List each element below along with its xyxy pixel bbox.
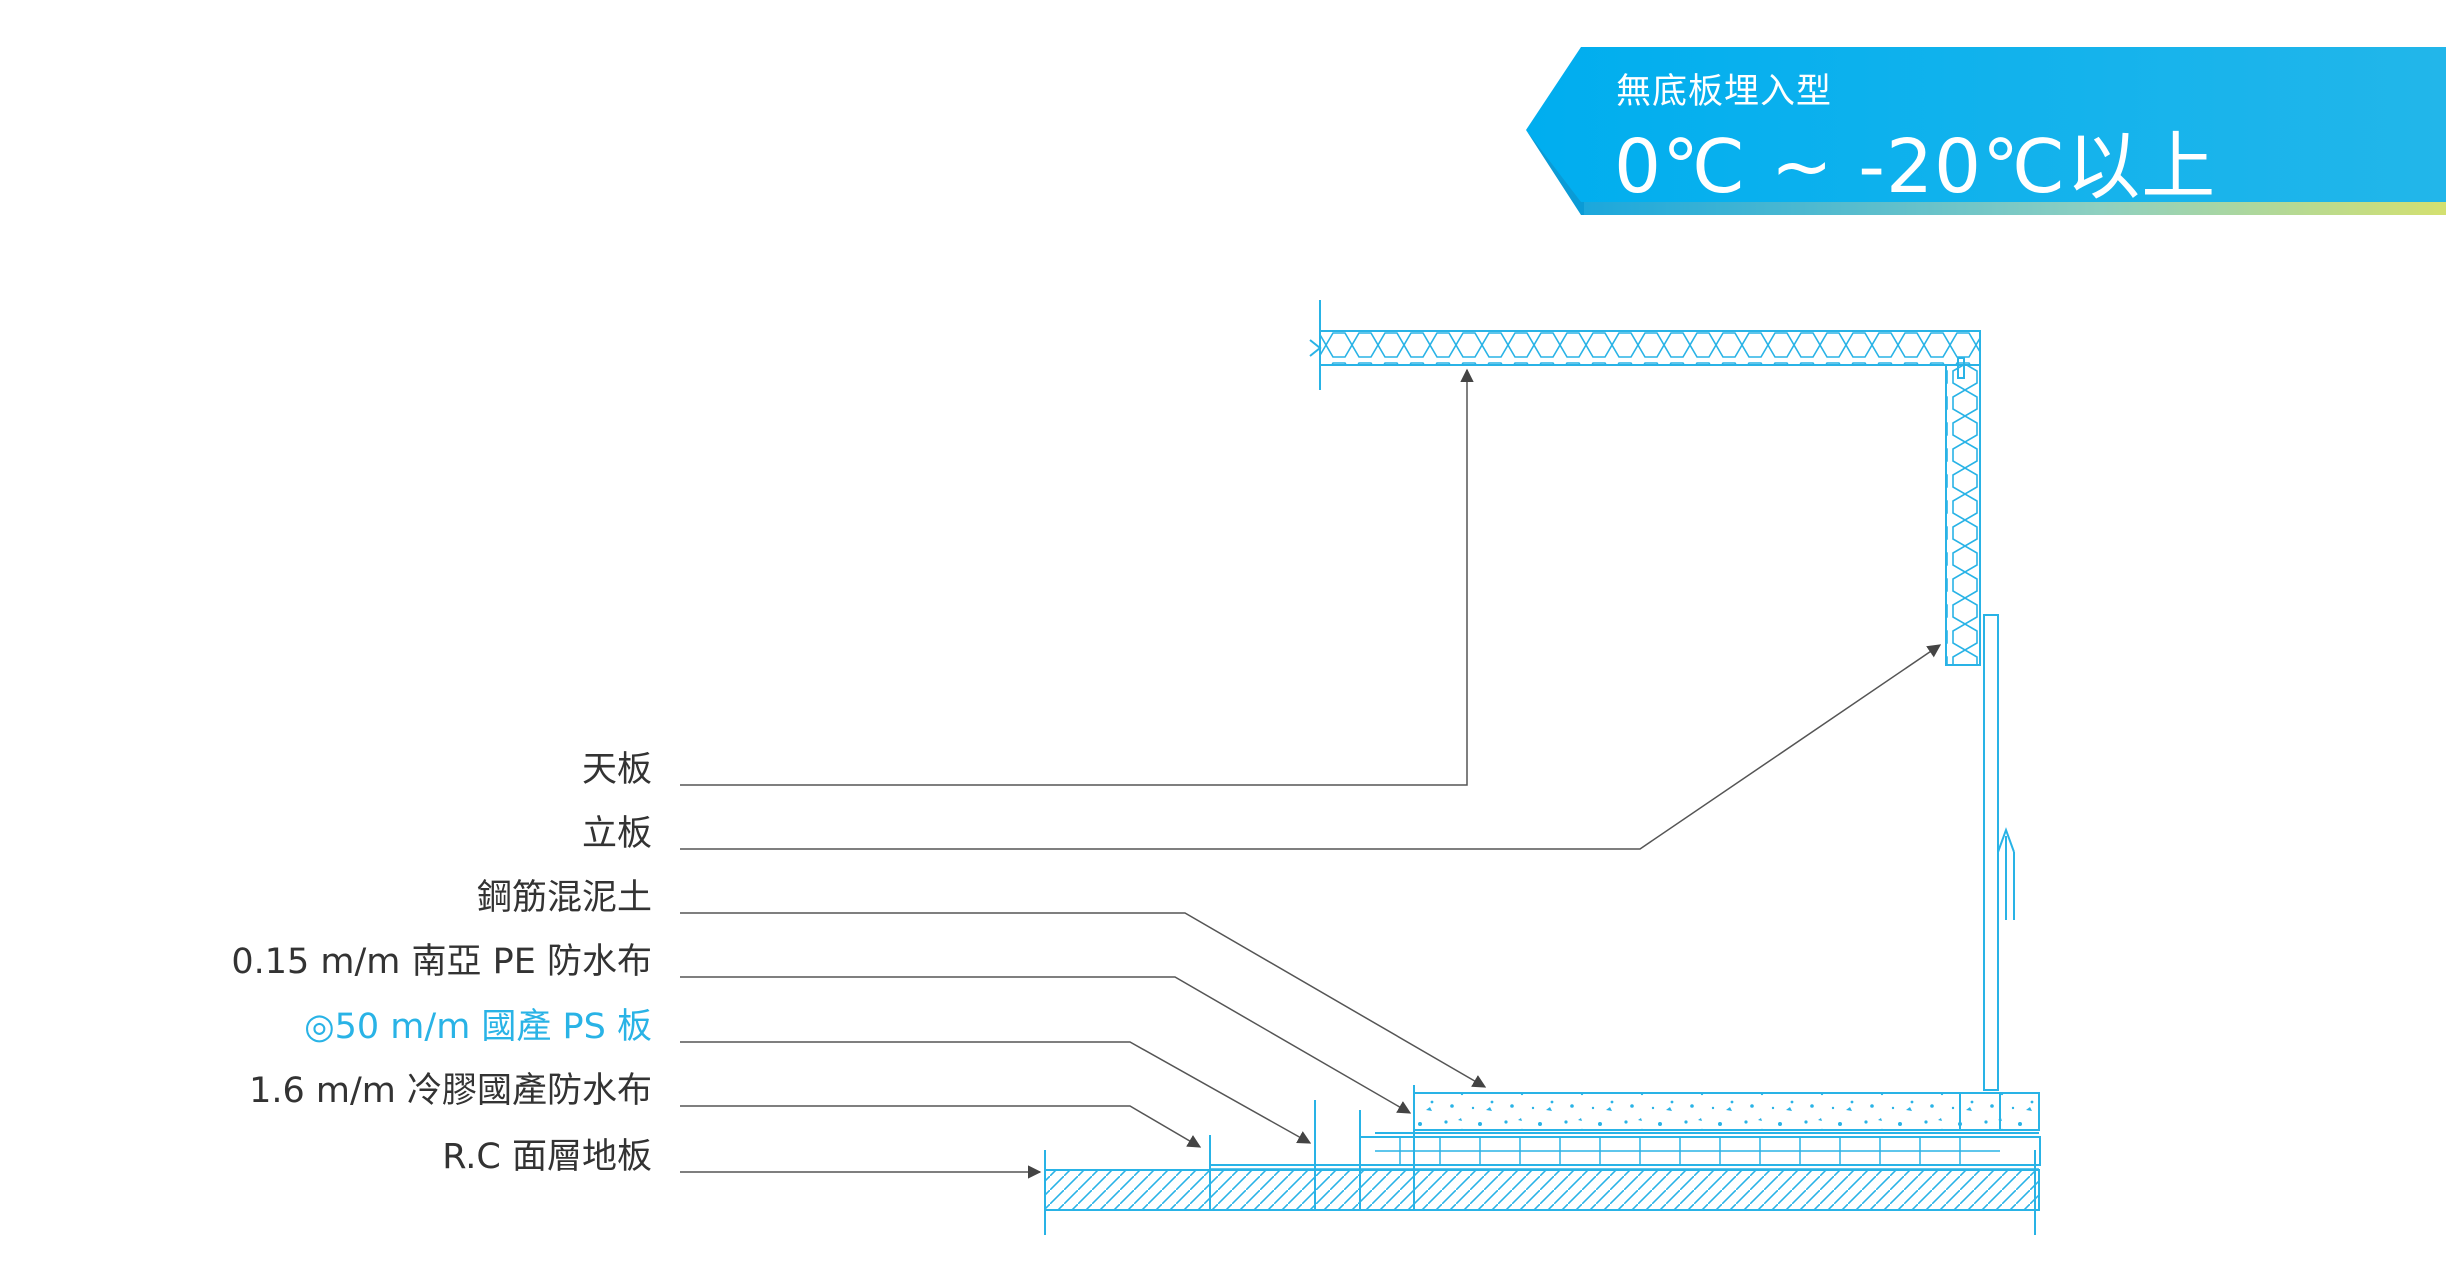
wall-panel: [1945, 331, 2015, 1091]
leader-ps: [680, 1041, 1312, 1144]
legend-label-concrete: 鋼筋混泥土: [476, 878, 652, 918]
header-banner: 無底板埋入型 0℃ ~ -20℃以上: [1526, 47, 2446, 217]
leader-wall: [680, 644, 1942, 850]
banner-shape: [1526, 47, 2446, 215]
leader-pe: [680, 976, 1412, 1114]
leader-concrete: [680, 912, 1487, 1088]
ceiling-panel: [1309, 300, 1981, 390]
legend-label-ceiling: 天板: [581, 750, 652, 790]
legend-label-ps-board: ◎50 m/m 國產 PS 板: [304, 1007, 652, 1047]
legend-label-rc-floor: R.C 面層地板: [442, 1137, 652, 1177]
floor-layers: [1044, 1085, 2041, 1235]
banner-title: 0℃ ~ -20℃以上: [1614, 124, 2217, 210]
leader-lines: [680, 368, 1942, 1179]
leader-ceiling: [680, 368, 1474, 786]
legend-label-cold-glue-membrane: 1.6 m/m 冷膠國產防水布: [249, 1071, 652, 1111]
banner-subtitle: 無底板埋入型: [1616, 72, 1833, 112]
leader-cold-glue: [680, 1105, 1202, 1148]
legend-label-wall: 立板: [581, 814, 652, 854]
legend-label-pe-membrane: 0.15 m/m 南亞 PE 防水布: [231, 942, 652, 982]
